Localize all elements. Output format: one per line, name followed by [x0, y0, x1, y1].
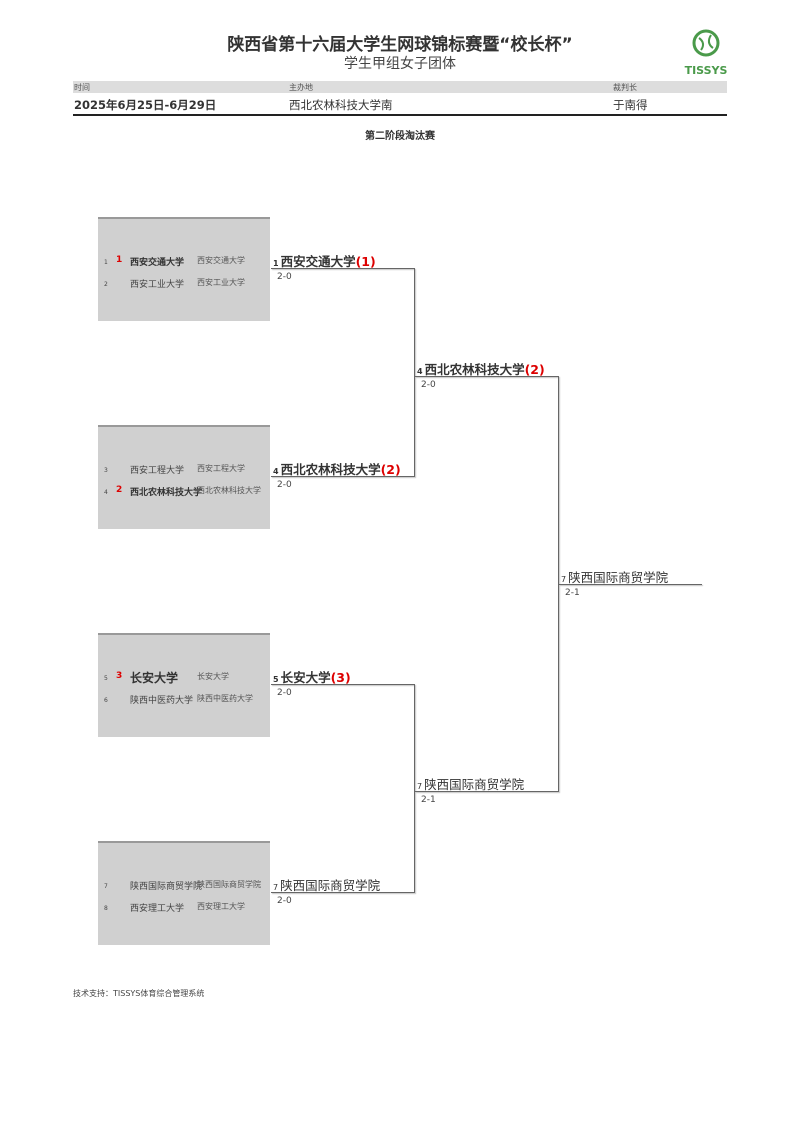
bracket-line	[559, 584, 702, 585]
position-number: 7	[104, 883, 108, 890]
match-score: 2-0	[277, 480, 292, 490]
match-score: 2-0	[277, 272, 292, 282]
bracket-line	[271, 476, 414, 477]
referee-label: 裁判长	[613, 83, 637, 92]
team-name: 西安工业大学	[130, 280, 185, 290]
page-title: 陕西省第十六届大学生网球锦标赛暨“校长杯”	[227, 35, 573, 55]
bracket-line	[271, 892, 414, 893]
team-name: 陕西国际商贸学院	[568, 570, 669, 585]
bracket-line	[415, 376, 558, 377]
bracket-line	[414, 268, 415, 477]
seed-label: (1)	[355, 254, 376, 269]
draw-box: 7 陕西国际商贸学院陕西国际商贸学院 8 西安理工大学 西安理工大学	[98, 841, 270, 945]
stage-title: 第二阶段淘汰赛	[365, 131, 435, 142]
seed-label: (2)	[380, 462, 401, 477]
position-number: 7	[561, 575, 567, 584]
time-label: 时间	[74, 83, 90, 92]
tennis-ball-icon	[692, 29, 720, 57]
position-number: 8	[104, 905, 108, 912]
position-number: 7	[417, 782, 423, 791]
venue-label: 主办地	[289, 83, 313, 92]
position-number: 2	[104, 281, 108, 288]
match-score: 2-1	[565, 588, 580, 598]
position-number: 4	[417, 367, 423, 376]
position-number: 4	[273, 467, 279, 476]
event-subtitle: 学生甲组女子团体	[344, 56, 456, 72]
team-name: 陕西国际商贸学院	[280, 878, 381, 893]
info-header-bar	[73, 81, 727, 93]
team-name: 长安大学	[280, 670, 331, 685]
team-name-alt: 西安理工大学	[197, 902, 245, 911]
team-name: 陕西国际商贸学院	[424, 777, 525, 792]
draw-entry[interactable]: 1 1 西安交通大学 西安交通大学	[98, 255, 270, 271]
position-number: 1	[104, 259, 108, 266]
bracket-line	[271, 684, 414, 685]
team-name: 陕西国际商贸学院	[130, 882, 203, 892]
match-score: 2-1	[421, 795, 436, 805]
team-name-alt: 西安工业大学	[197, 278, 245, 287]
team-name: 西安工程大学	[130, 466, 185, 476]
header-divider	[73, 114, 727, 116]
venue-value: 西北农林科技大学南	[289, 98, 393, 112]
match-score: 2-0	[421, 380, 436, 390]
bracket-line	[558, 376, 559, 792]
logo-text: TISSYS	[684, 64, 728, 77]
match-score: 2-0	[277, 688, 292, 698]
draw-entry[interactable]: 6 陕西中医药大学陕西中医药大学	[98, 693, 270, 709]
position-number: 4	[104, 489, 108, 496]
match-score: 2-0	[277, 896, 292, 906]
draw-box: 3 西安工程大学 西安工程大学 4 2 西北农林科技大学西北农林科技大学	[98, 425, 270, 529]
position-number: 3	[104, 467, 108, 474]
seed-label: (3)	[330, 670, 351, 685]
draw-entry[interactable]: 4 2 西北农林科技大学西北农林科技大学	[98, 485, 270, 501]
draw-entry[interactable]: 3 西安工程大学 西安工程大学	[98, 463, 270, 479]
seed-number: 3	[116, 671, 123, 681]
draw-box: 5 3 长安大学 长安大学 6 陕西中医药大学陕西中医药大学	[98, 633, 270, 737]
bracket-line	[271, 268, 414, 269]
draw-entry[interactable]: 8 西安理工大学 西安理工大学	[98, 901, 270, 917]
footer-credit: 技术支持：TISSYS体育综合管理系统	[73, 989, 205, 998]
position-number: 5	[104, 675, 108, 682]
draw-entry[interactable]: 7 陕西国际商贸学院陕西国际商贸学院	[98, 879, 270, 895]
tissys-logo: TISSYS	[680, 28, 732, 78]
team-name-alt: 西安交通大学	[197, 256, 245, 265]
draw-box: 1 1 西安交通大学 西安交通大学 2 西安工业大学 西安工业大学	[98, 217, 270, 321]
team-name: 陕西中医药大学	[130, 696, 194, 706]
referee-value: 于南得	[613, 98, 648, 112]
team-name: 西北农林科技大学	[280, 462, 381, 477]
seed-number: 1	[116, 255, 123, 265]
team-name: 西安交通大学	[130, 258, 185, 268]
draw-entry[interactable]: 2 西安工业大学 西安工业大学	[98, 277, 270, 293]
team-name: 西安交通大学	[280, 254, 356, 269]
position-number: 5	[273, 675, 279, 684]
draw-entry[interactable]: 5 3 长安大学 长安大学	[98, 671, 270, 687]
position-number: 1	[273, 259, 279, 268]
seed-number: 2	[116, 485, 123, 495]
bracket-line	[415, 791, 558, 792]
seed-label: (2)	[524, 362, 545, 377]
team-name-alt: 陕西国际商贸学院	[197, 880, 261, 889]
team-name-alt: 长安大学	[197, 672, 229, 681]
team-name: 西北农林科技大学	[424, 362, 525, 377]
team-name: 西安理工大学	[130, 904, 185, 914]
team-name-alt: 西北农林科技大学	[197, 486, 261, 495]
team-name-alt: 陕西中医药大学	[197, 694, 253, 703]
team-name-alt: 西安工程大学	[197, 464, 245, 473]
time-value: 2025年6月25日-6月29日	[74, 98, 217, 112]
position-number: 7	[273, 883, 279, 892]
team-name: 西北农林科技大学	[130, 488, 203, 498]
team-name: 长安大学	[130, 671, 179, 685]
position-number: 6	[104, 697, 108, 704]
bracket-line	[414, 684, 415, 893]
